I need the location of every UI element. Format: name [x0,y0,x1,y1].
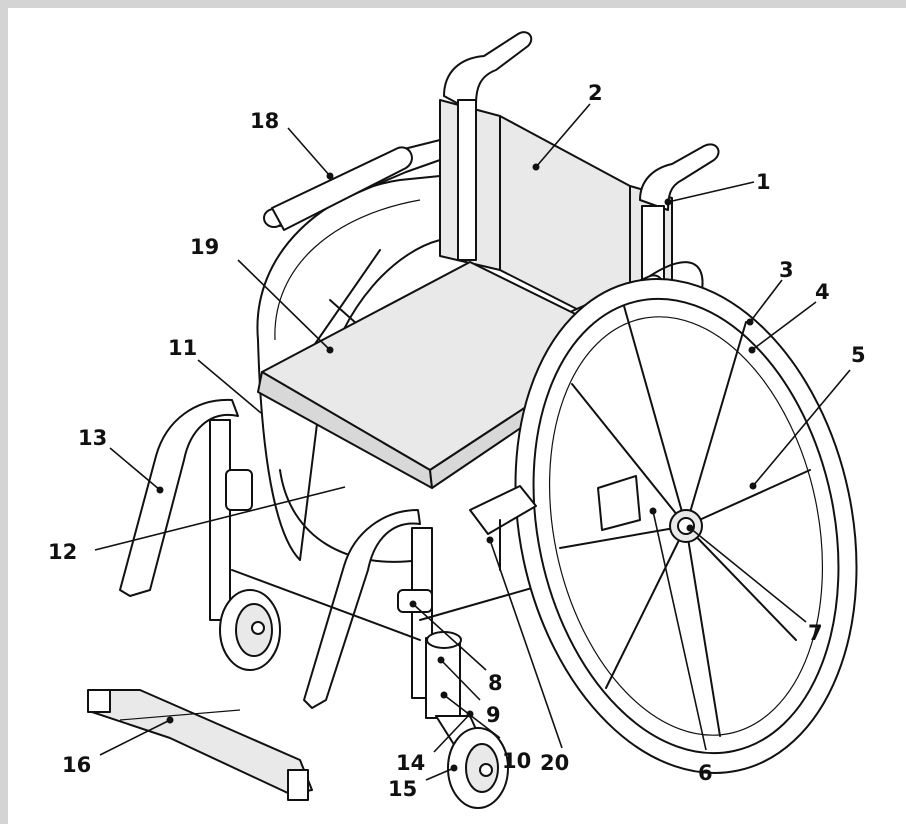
callout-6: 6 [698,761,713,785]
callout-10: 10 [502,749,531,773]
left-armrest [263,139,441,231]
callout-18: 18 [250,109,279,133]
callout-11: 11 [168,336,197,360]
callout-1: 1 [756,170,771,194]
callout-14: 14 [396,751,425,775]
diagram-panel: 1 2 3 4 5 6 7 8 9 10 11 12 13 14 15 16 1… [8,8,906,824]
callout-leaders [94,103,851,781]
callout-7: 7 [808,621,823,645]
wheelchair-diagram: 1 2 3 4 5 6 7 8 9 10 11 12 13 14 15 16 1… [48,31,866,809]
callout-9: 9 [486,703,501,727]
callout-2: 2 [588,81,603,105]
callout-13: 13 [78,426,107,450]
left-push-handle [443,31,533,261]
left-front-caster [219,589,281,671]
callout-15: 15 [388,777,417,801]
wheel-spokes [559,305,811,737]
front-frame [119,398,561,709]
callout-5: 5 [851,343,866,367]
callout-labels: 1 2 3 4 5 6 7 8 9 10 11 12 13 14 15 16 1… [48,81,866,801]
right-rear-wheel [514,278,858,774]
callout-12: 12 [48,540,77,564]
callout-16: 16 [62,753,91,777]
callout-8: 8 [488,671,503,695]
brake-assembly [225,469,641,613]
callout-19: 19 [190,235,219,259]
callout-20: 20 [540,751,569,775]
callout-3: 3 [779,258,794,282]
footplate [87,689,313,801]
callout-4: 4 [815,280,830,304]
